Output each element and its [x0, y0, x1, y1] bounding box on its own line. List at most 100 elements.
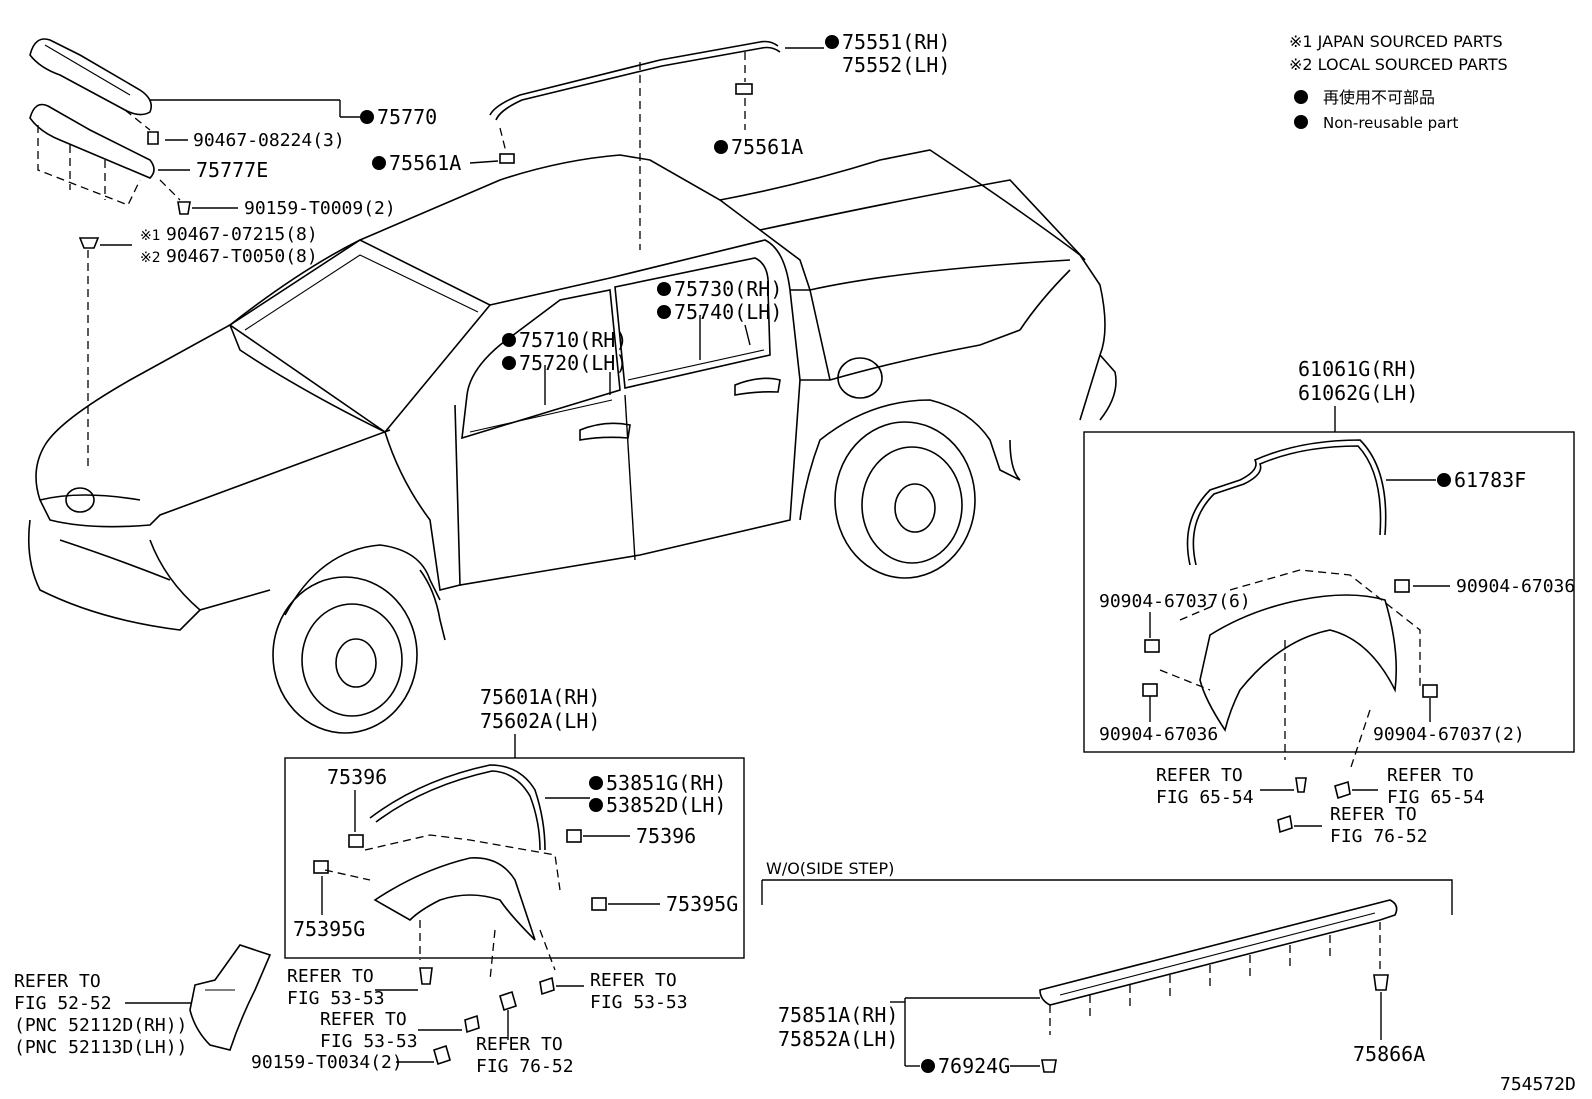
legend-japan-sourced: ※1 JAPAN SOURCED PARTS	[1289, 32, 1503, 51]
legend: ※1 JAPAN SOURCED PARTS ※2 LOCAL SOURCED …	[1289, 32, 1508, 132]
callout-75602a: 75602A(LH)	[480, 709, 600, 733]
refer-to-label: REFER TO	[1387, 765, 1474, 786]
callout-76924g: 76924G	[938, 1054, 1010, 1078]
clip-icon	[1422, 684, 1438, 698]
refer-fig-76-52-left: FIG 76-52	[476, 1056, 574, 1077]
callout-75740: 75740(LH)	[674, 300, 782, 324]
mark-japan-sourced: ※1	[140, 228, 161, 244]
callout-75552: 75552(LH)	[842, 53, 950, 77]
callout-90904-67037-6: 90904-67037(6)	[1099, 591, 1251, 612]
callout-90904-67037-2: 90904-67037(2)	[1373, 724, 1525, 745]
refer-fig-52-52: FIG 52-52	[14, 993, 112, 1014]
refer-to-label: REFER TO	[476, 1034, 563, 1055]
legend-local-sourced: ※2 LOCAL SOURCED PARTS	[1289, 55, 1508, 74]
clip-icon	[735, 83, 753, 95]
callout-75396-left: 75396	[327, 765, 387, 789]
callout-90467-t0050: 90467-T0050(8)	[166, 246, 318, 267]
clip-icon	[1373, 974, 1389, 991]
bolt-icon	[433, 1044, 451, 1066]
refer-to-label: REFER TO	[287, 966, 374, 987]
callout-90159-t0034: 90159-T0034(2)	[251, 1052, 403, 1073]
roof-rail-75551: 75551(RH) 75552(LH) 75561A 75561A	[372, 30, 950, 250]
callout-90467-08224: 90467-08224(3)	[193, 130, 345, 151]
screw-icon	[419, 967, 433, 985]
callout-53852d: 53852D(LH)	[606, 793, 726, 817]
nonreusable-dot-icon	[502, 356, 516, 370]
callout-75852a: 75852A(LH)	[778, 1027, 898, 1051]
nonreusable-dot-icon	[825, 35, 839, 49]
bolt-icon	[499, 990, 517, 1012]
callout-90159-t0009: 90159-T0009(2)	[244, 198, 396, 219]
refer-fig-53-53-c: FIG 53-53	[320, 1031, 418, 1052]
clip-icon	[566, 829, 582, 843]
callout-90467-07215: 90467-07215(8)	[166, 224, 318, 245]
callout-75561a-right: 75561A	[731, 135, 803, 159]
refer-to-label: REFER TO	[1330, 804, 1417, 825]
mudguard-group: REFER TO FIG 52-52 (PNC 52112D(RH)) (PNC…	[14, 944, 272, 1058]
nonreusable-dot-icon	[1294, 90, 1308, 104]
nonreusable-dot-icon	[589, 776, 603, 790]
callout-75866a: 75866A	[1353, 1042, 1425, 1066]
legend-nonreusable-jp: 再使用不可部品	[1323, 88, 1435, 107]
refer-to-label: REFER TO	[590, 970, 677, 991]
callout-75561a-left: 75561A	[389, 151, 461, 175]
legend-nonreusable-en: Non-reusable part	[1323, 114, 1458, 132]
screw-icon	[1295, 777, 1307, 793]
rear-fender-flare-group: 61061G(RH) 61062G(LH) 61783F 90904-67037…	[1083, 357, 1575, 847]
nonreusable-dot-icon	[1437, 473, 1451, 487]
screw-icon	[177, 201, 191, 215]
callout-75395g-left: 75395G	[293, 917, 365, 941]
truck-illustration	[27, 149, 1117, 734]
bolt-icon	[1277, 814, 1293, 834]
callout-75601a: 75601A(RH)	[480, 685, 600, 709]
clip-icon	[78, 237, 100, 249]
callout-61062g: 61062G(LH)	[1298, 381, 1418, 405]
wo-side-step-label: W/O(SIDE STEP)	[766, 859, 894, 878]
front-flare-box	[284, 757, 745, 959]
clip-icon	[1144, 639, 1160, 653]
callout-75710: 75710(RH)	[519, 328, 627, 352]
refer-fig-65-54-right: FIG 65-54	[1387, 787, 1485, 808]
nonreusable-dot-icon	[921, 1059, 935, 1073]
mark-local-sourced: ※2	[140, 250, 161, 266]
clip-icon	[499, 153, 515, 164]
callout-75851a: 75851A(RH)	[778, 1003, 898, 1027]
pnc-52112d: (PNC 52112D(RH))	[14, 1015, 187, 1036]
nonreusable-dot-icon	[657, 282, 671, 296]
callout-75777e: 75777E	[196, 158, 268, 182]
clip-icon	[313, 860, 329, 874]
nonreusable-dot-icon	[502, 333, 516, 347]
refer-fig-76-52-right: FIG 76-52	[1330, 826, 1428, 847]
clip-icon	[464, 1014, 480, 1034]
refer-to-label: REFER TO	[14, 971, 101, 992]
hood-moulding-75770: 75770 90467-08224(3) 75777E 90159-T0009(…	[29, 38, 437, 470]
pnc-52113d: (PNC 52113D(LH))	[14, 1037, 187, 1058]
window-mouldings: 75730(RH) 75740(LH) 75710(RH) 75720(LH)	[502, 277, 782, 405]
rocker-moulding-group: W/O(SIDE STEP) 75866A 75851A(RH) 75852A(…	[761, 859, 1453, 1078]
nonreusable-dot-icon	[714, 140, 728, 154]
callout-75395g-right: 75395G	[666, 892, 738, 916]
clip-icon	[147, 131, 159, 145]
nonreusable-dot-icon	[657, 305, 671, 319]
nonreusable-dot-icon	[1294, 115, 1308, 129]
nonreusable-dot-icon	[372, 156, 386, 170]
callout-61061g: 61061G(RH)	[1298, 357, 1418, 381]
clip-icon	[1394, 579, 1410, 593]
front-fender-flare-group: 75601A(RH) 75602A(LH) 75396 75395G 53851…	[251, 685, 745, 1077]
refer-fig-65-54-left: FIG 65-54	[1156, 787, 1254, 808]
clip-icon	[1041, 1059, 1057, 1073]
callout-75730: 75730(RH)	[674, 277, 782, 301]
callout-75396-right: 75396	[636, 824, 696, 848]
refer-to-label: REFER TO	[320, 1009, 407, 1030]
callout-75720: 75720(LH)	[519, 351, 627, 375]
refer-fig-53-53-a: FIG 53-53	[287, 988, 385, 1009]
callout-53851g: 53851G(RH)	[606, 771, 726, 795]
nonreusable-dot-icon	[360, 110, 374, 124]
refer-to-label: REFER TO	[1156, 765, 1243, 786]
clip-icon	[1142, 683, 1158, 697]
callout-90904-67036-left: 90904-67036	[1099, 724, 1218, 745]
nonreusable-dot-icon	[589, 798, 603, 812]
callout-75551: 75551(RH)	[842, 30, 950, 54]
refer-fig-53-53-b: FIG 53-53	[590, 992, 688, 1013]
